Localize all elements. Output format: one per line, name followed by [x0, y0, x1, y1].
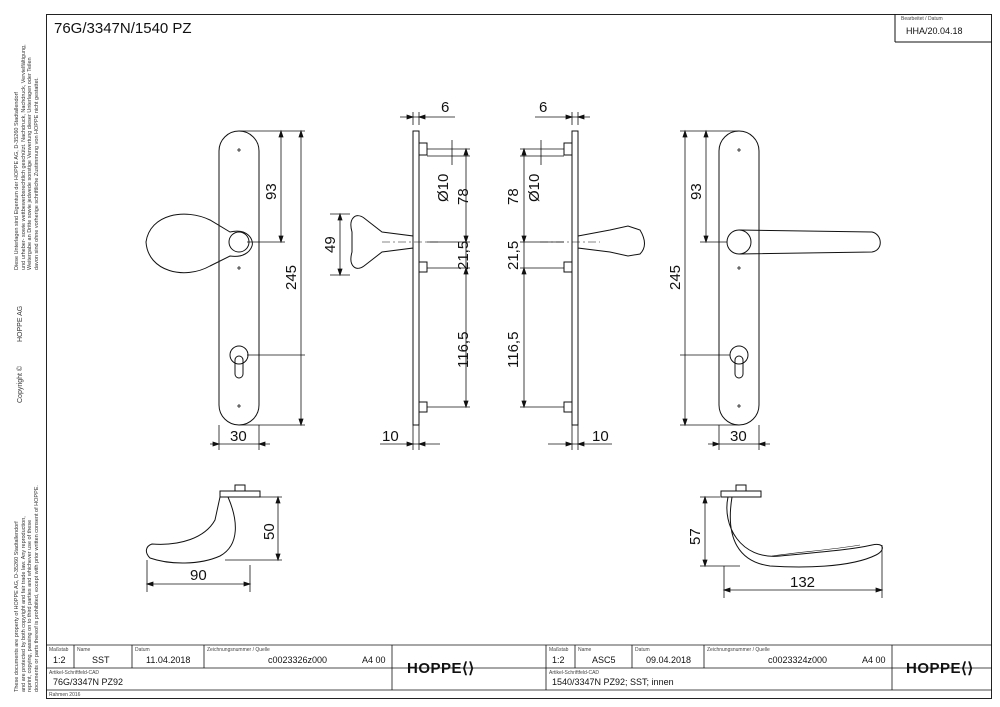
dim-ls-dia: Ø10 — [435, 174, 452, 202]
dim-rs-10: 10 — [592, 428, 609, 445]
label-name: Name — [578, 647, 592, 653]
label-date: Datum — [635, 647, 650, 653]
dim-rs-6: 6 — [539, 99, 547, 116]
right-side-dims — [520, 112, 612, 450]
drawing-title: 76G/3347N/1540 PZ — [54, 20, 192, 37]
label-article: Artikel-Schriftfeld-CAD — [49, 670, 100, 676]
name-value: SST — [92, 655, 110, 665]
right-plate-front — [718, 130, 881, 426]
left-side-view — [350, 130, 440, 426]
date-value: 11.04.2018 — [146, 655, 191, 665]
article-value: 1540/3347N PZ92; SST; innen — [552, 677, 674, 687]
dim-ls-10: 10 — [382, 428, 399, 445]
dim-rs-21-5: 21,5 — [505, 241, 522, 270]
article-value: 76G/3347N PZ92 — [53, 677, 124, 687]
scale-value: 1:2 — [53, 655, 66, 665]
format-value: A4 00 — [862, 655, 886, 665]
title-block-lines — [46, 644, 992, 691]
right-plate-dims — [680, 129, 770, 450]
dim-left-30: 30 — [230, 428, 247, 445]
label-scale: Maßstab — [49, 647, 69, 653]
label-drawing: Zeichnungsnummer / Quelle — [707, 647, 770, 653]
dim-rs-dia: Ø10 — [526, 174, 543, 202]
label-name: Name — [77, 647, 91, 653]
dim-right-245: 245 — [667, 265, 684, 290]
left-plate-dims — [210, 129, 350, 450]
drawing-no: c0023324z000 — [768, 655, 828, 665]
dim-right-30: 30 — [730, 428, 747, 445]
label-date: Datum — [135, 647, 150, 653]
name-value: ASC5 — [592, 655, 616, 665]
right-lever-dims — [700, 495, 884, 598]
dim-right-93: 93 — [688, 183, 705, 200]
dim-lever-50: 50 — [261, 523, 278, 540]
dim-ls-116-5: 116,5 — [455, 332, 472, 368]
drawing-no: c0023326z000 — [268, 655, 328, 665]
label-drawing: Zeichnungsnummer / Quelle — [207, 647, 270, 653]
left-lever-top — [145, 484, 261, 564]
drawing-frame — [46, 14, 992, 699]
right-side-view — [540, 130, 645, 426]
hoppe-logo: HOPPE⟨⟩ — [906, 660, 974, 677]
frame-note: Rahmen 2016 — [49, 692, 81, 698]
dim-left-93: 93 — [263, 183, 280, 200]
label-scale: Maßstab — [549, 647, 569, 653]
hoppe-logo: HOPPE⟨⟩ — [407, 660, 475, 677]
scale-value: 1:2 — [552, 655, 565, 665]
dim-lever-57: 57 — [687, 528, 704, 545]
right-lever-top — [720, 484, 883, 568]
dim-rs-116-5: 116,5 — [505, 332, 522, 368]
dim-rs-78: 78 — [505, 188, 522, 205]
dim-ls-78: 78 — [455, 188, 472, 205]
dim-ls-6: 6 — [441, 99, 449, 116]
dim-left-245: 245 — [283, 265, 300, 290]
dim-knob-49: 49 — [322, 236, 339, 253]
left-lever-dims — [145, 495, 282, 592]
dim-lever-90: 90 — [190, 567, 207, 584]
left-side-dims — [380, 112, 470, 450]
dim-lever-132: 132 — [790, 574, 815, 591]
left-plate-front — [145, 130, 260, 426]
date-value: 09.04.2018 — [646, 655, 692, 665]
format-value: A4 00 — [362, 655, 386, 665]
label-article: Artikel-Schriftfeld-CAD — [549, 670, 600, 676]
revision-value: HHA/20.04.18 — [906, 26, 963, 36]
revision-label: Bearbeitet / Datum — [901, 16, 943, 22]
dim-ls-21-5: 21,5 — [455, 241, 472, 270]
